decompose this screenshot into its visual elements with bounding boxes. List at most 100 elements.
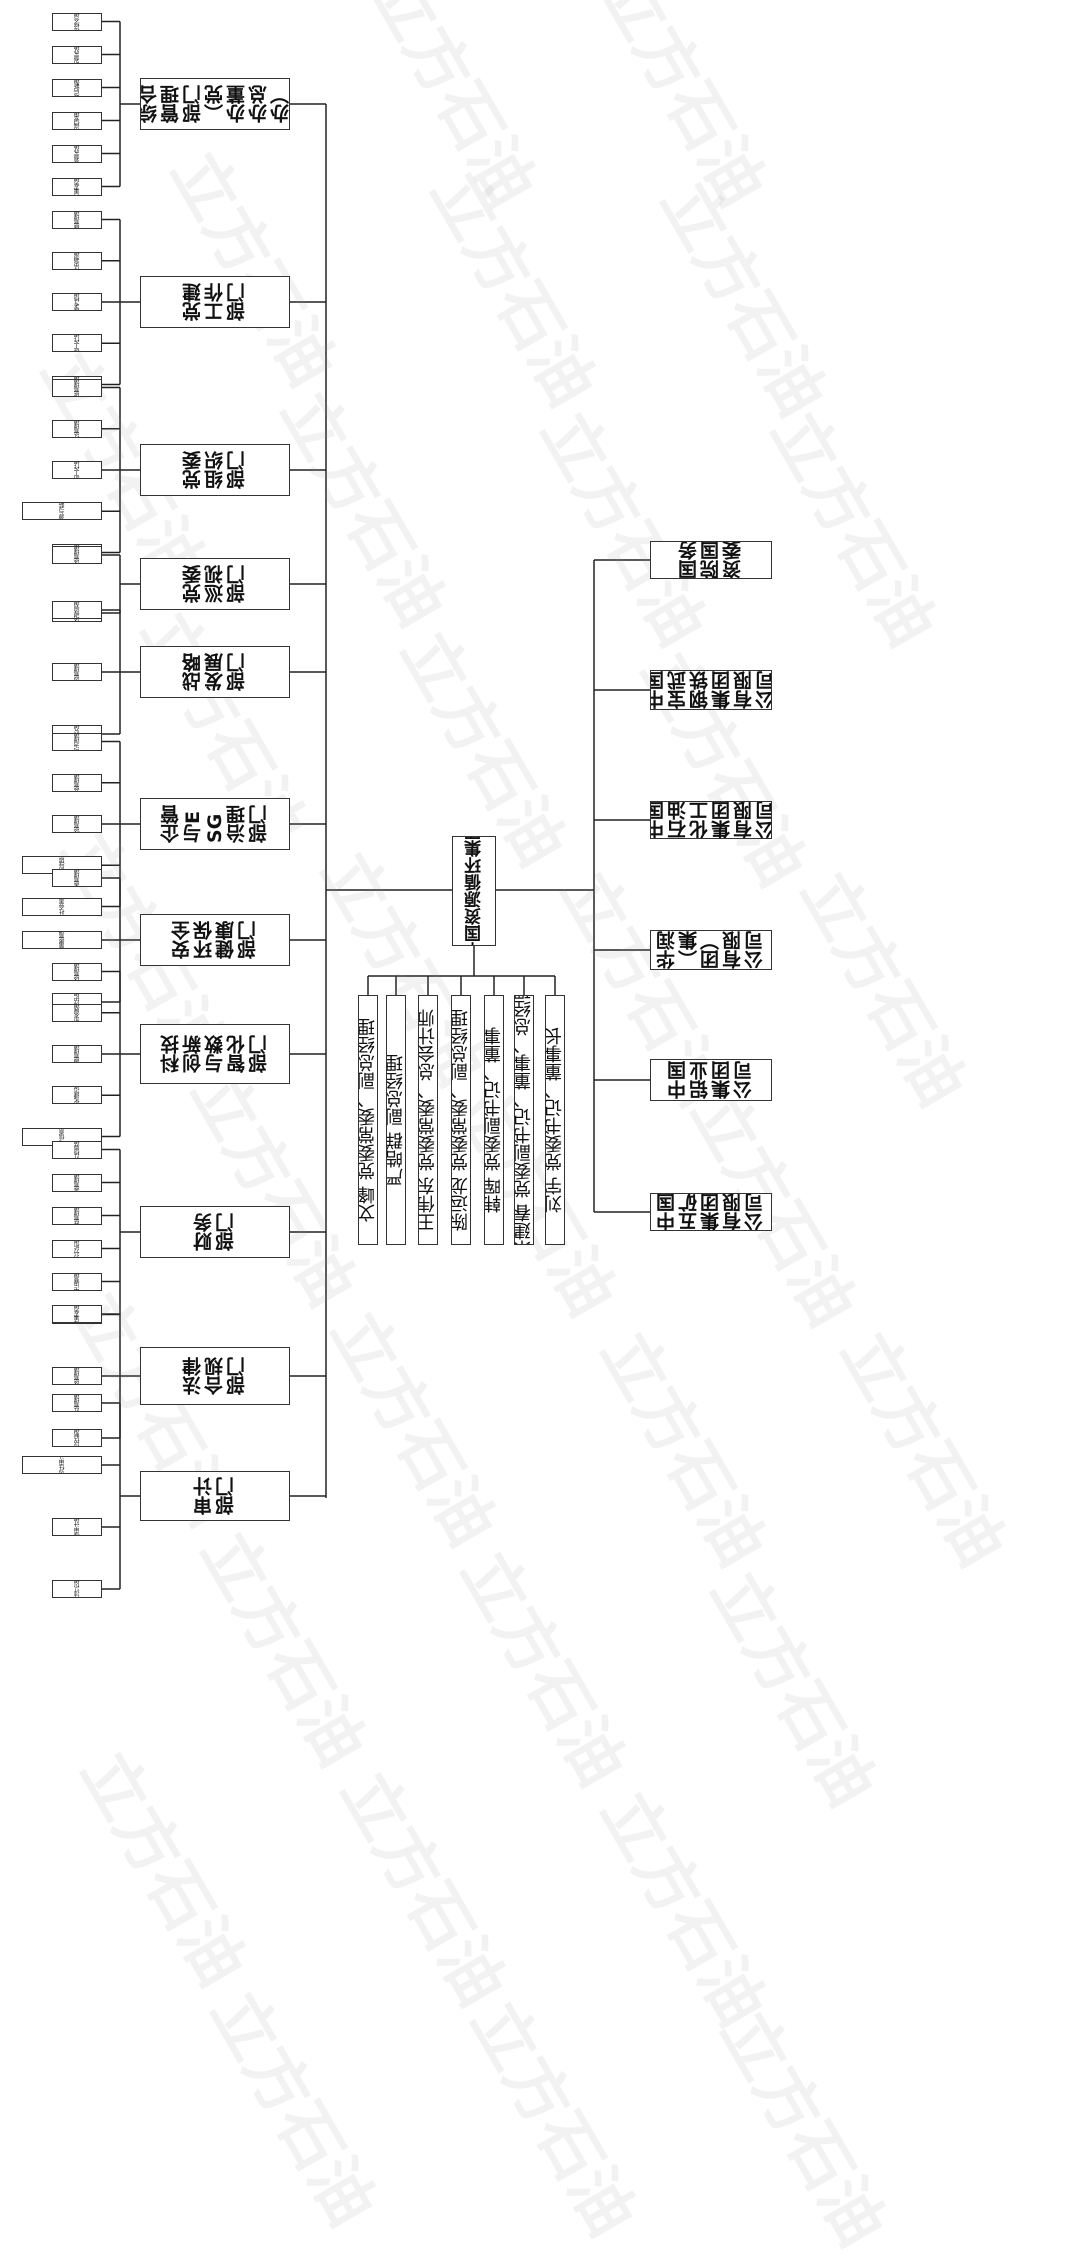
module-box-label: 智能化建设模块 xyxy=(74,1087,81,1103)
center-node: 中国资源循环集团 xyxy=(452,836,496,946)
module-box: 文秘综合模块 xyxy=(52,12,102,31)
department-box-label: 科技 创新 与数 智化 部门 xyxy=(160,1035,270,1073)
module-box-label: 科技管理模块 xyxy=(73,962,81,981)
executive-box-label: 严皓群 副总经理 xyxy=(386,1054,406,1186)
module-box: 数据管理模块 xyxy=(52,1045,102,1063)
department-box: 党委 巡视 部门 xyxy=(140,558,290,610)
module-box-label: 数据管理模块 xyxy=(73,1045,81,1063)
module-box: 预算管理模块 xyxy=(52,1206,102,1225)
department-box-label: 安全 环保 健康 部门 xyxy=(171,921,259,959)
module-box-label: 党建管理模块 xyxy=(73,210,81,229)
module-box: ESG与社会责任模块 xyxy=(22,897,102,916)
module-box-label: 人才管理模块 xyxy=(73,419,81,438)
shareholder-box: 中国 石油 化工 集团 有限 公司 xyxy=(650,801,772,839)
department-box: 党委 组织 部门 xyxy=(140,444,290,496)
department-box-label: 党委 巡视 部门 xyxy=(182,565,248,603)
department-box-label: 综合 管理 部门 （党 办董 办总 办） xyxy=(140,85,290,123)
executive-box-label: 陈运龙 党委常委、副总经理 xyxy=(451,1009,471,1231)
module-box: 组织工作模块 xyxy=(52,461,102,479)
module-box: 人才管理模块 xyxy=(52,419,102,438)
module-box: 保密档案模块 xyxy=(52,111,102,130)
module-box: 干部管理模块 xyxy=(52,378,102,397)
module-box-label: 干部管理模块 xyxy=(73,378,81,397)
department-box-label: 法律 合规 部门 xyxy=(182,1357,248,1395)
module-box-label: 党群工作模块 xyxy=(73,334,81,353)
executive-box-label: 韩晖 党委副书记、董事 xyxy=(484,1027,504,1213)
module-box: 人力资源与薪酬模块 xyxy=(22,502,102,521)
module-box-label: 保密档案模块 xyxy=(73,111,81,130)
module-box-label: 内控评价模块 xyxy=(73,1580,81,1598)
department-box: 财务 部门 xyxy=(140,1206,290,1258)
module-box: 合规管理模块 xyxy=(52,1367,102,1385)
module-box: 会计核算模块 xyxy=(52,1140,102,1159)
department-box: 企管 与E SG 治理 部门 xyxy=(140,798,290,850)
module-box-label: 股权管理模块 xyxy=(73,815,81,833)
module-box-label: 法律事务模块 xyxy=(73,1305,81,1323)
department-box: 法律 合规 部门 xyxy=(140,1347,290,1405)
module-box-label: 资本运营模块 xyxy=(73,1272,81,1291)
module-box-label: 投资管理模块 xyxy=(73,663,81,681)
shareholder-box: 中国 铝业 集团 公司 xyxy=(650,1059,772,1101)
module-box-label: 工程审计模块 xyxy=(73,1518,81,1536)
module-box: 财务分析模块 xyxy=(52,1239,102,1258)
module-box-label: 人力资源与薪酬模块 xyxy=(59,503,66,519)
executive-box: 文峰 党委常委、副总经理 xyxy=(358,995,378,1245)
module-box: 工程审计模块 xyxy=(52,1518,102,1536)
shareholder-box: 中国 五矿 集团 有限 公司 xyxy=(650,1193,772,1231)
executive-box-label: 刘宇 党委书记、董事长 xyxy=(545,1027,565,1213)
executive-box-label: 王伟东 党委常委、总会计师 xyxy=(418,1009,438,1231)
module-box: 党建考核模块 xyxy=(52,293,102,311)
department-box-label: 党建 工作 部门 xyxy=(182,283,248,321)
connector-lines xyxy=(102,20,650,1590)
shareholder-box: 中国 宝武 钢铁 集团 有限 公司 xyxy=(650,670,772,710)
module-box-label: 企业管理模块 xyxy=(73,773,81,792)
module-box: 资本运营模块 xyxy=(52,1272,102,1291)
module-box-label: ESG与社会责任模块 xyxy=(59,899,66,915)
module-box: 公司治理模块 xyxy=(52,732,102,751)
executive-box-label: 文峰 党委常委、副总经理 xyxy=(358,1018,378,1222)
department-box: 党建 工作 部门 xyxy=(140,276,290,328)
module-box: 资金管理模块 xyxy=(52,1173,102,1192)
module-box-label: 政研督办模块 xyxy=(73,45,81,64)
shareholder-box-label: 中国 石油 化工 集团 有限 公司 xyxy=(650,801,772,839)
shareholder-box: 华润 （集 团） 有限 公司 xyxy=(650,930,772,970)
executive-box: 王伟东 党委常委、总会计师 xyxy=(418,995,438,1245)
department-box-label: 审计 部门 xyxy=(193,1477,237,1515)
executive-box: 陈运龙 党委常委、副总经理 xyxy=(451,995,471,1245)
module-box: 智能化建设模块 xyxy=(52,1086,102,1105)
executive-box: 刘宇 党委书记、董事长 xyxy=(545,995,565,1245)
module-box: 创新发展模块 xyxy=(52,1003,102,1022)
module-box-label: 战略规划模块 xyxy=(73,601,81,619)
module-box-label: 财务分析模块 xyxy=(73,1239,81,1258)
module-box: 宣传思想模块 xyxy=(52,251,102,270)
department-box: 审计 部门 xyxy=(140,1471,290,1521)
module-box-label: 综合事务模块 xyxy=(73,177,81,196)
department-box-label: 企管 与E SG 治理 部门 xyxy=(160,805,270,843)
module-box: 科技管理模块 xyxy=(52,962,102,981)
department-box-label: 财务 部门 xyxy=(193,1213,237,1251)
module-box-label: 安全管理模块 xyxy=(73,869,81,887)
module-box-label: 宣传思想模块 xyxy=(73,251,81,270)
department-box-label: 党委 组织 部门 xyxy=(182,451,248,489)
module-box: 风险控制模块 xyxy=(52,1429,102,1447)
module-box-label: 风险控制模块 xyxy=(73,1429,81,1447)
module-box-label: 创新发展模块 xyxy=(73,1003,81,1022)
module-box-label: 行政后勤模块 xyxy=(73,78,81,97)
module-box-label: 资金管理模块 xyxy=(73,1173,81,1192)
module-box: 股权管理模块 xyxy=(52,815,102,833)
module-box-label: 预算管理模块 xyxy=(73,1206,81,1225)
executive-box: 严皓群 副总经理 xyxy=(386,995,406,1245)
module-box: 督查督办模块 xyxy=(52,144,102,163)
module-box: 审计管理模块 xyxy=(52,1394,102,1412)
module-box-label: 巡视管理模块 xyxy=(73,546,81,564)
module-box-label: 党建考核模块 xyxy=(73,293,81,311)
module-box: 综合事务模块 xyxy=(52,177,102,196)
module-box-label: 会计核算模块 xyxy=(73,1140,81,1159)
module-box-label: 职业健康管理模块 xyxy=(59,932,66,948)
module-box-label: 组织工作模块 xyxy=(73,461,81,479)
module-box-label: 督查督办模块 xyxy=(73,144,81,163)
department-box: 战略 发展 部门 xyxy=(140,646,290,698)
module-box: 安全管理模块 xyxy=(52,869,102,887)
shareholder-box-label: 中国 五矿 集团 有限 公司 xyxy=(656,1193,766,1231)
department-box-label: 战略 发展 部门 xyxy=(182,653,248,691)
